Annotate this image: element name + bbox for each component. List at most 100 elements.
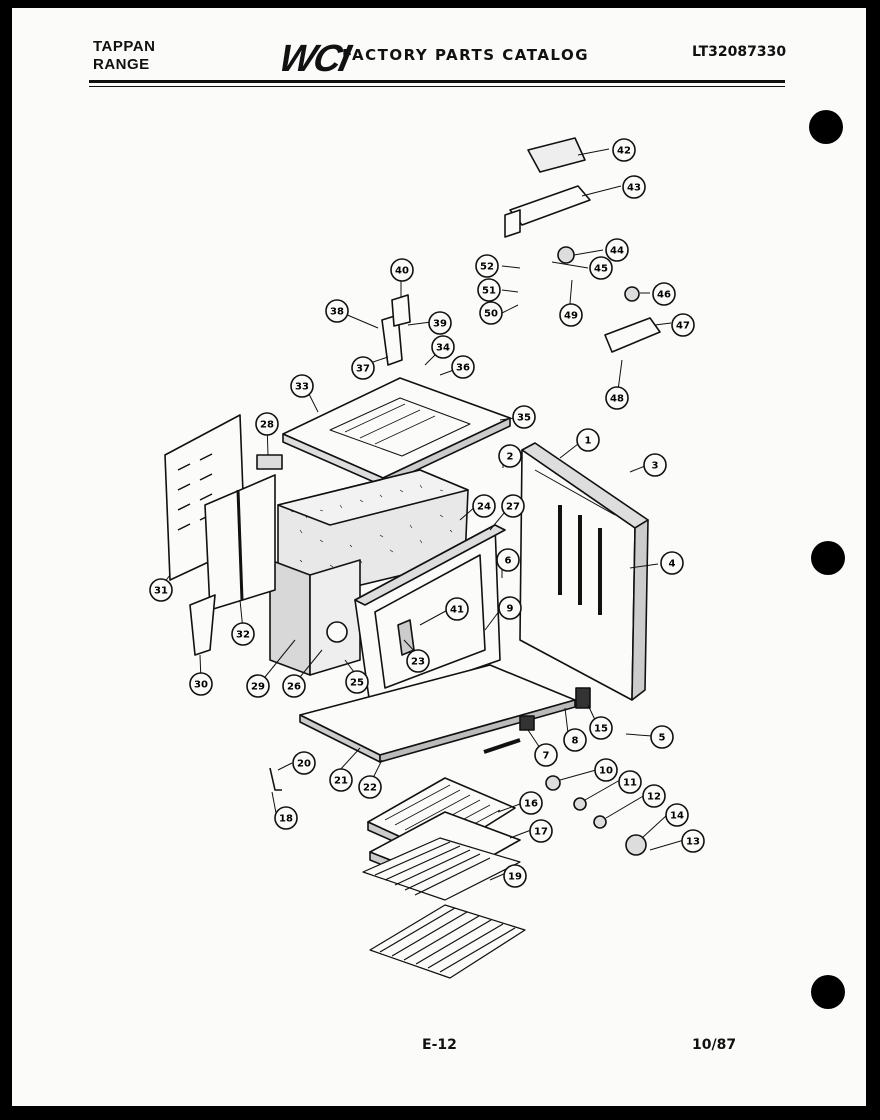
burner-bracket bbox=[504, 185, 591, 238]
oven-rack-lower bbox=[369, 904, 526, 979]
part-number: 29 bbox=[251, 682, 265, 693]
part-callout-2: 2 bbox=[498, 444, 522, 468]
part-callout-15: 15 bbox=[589, 716, 613, 740]
part-callout-10: 10 bbox=[594, 758, 618, 782]
part-number: 45 bbox=[594, 264, 608, 275]
part-callout-49: 49 bbox=[559, 303, 583, 327]
part-callout-42: 42 bbox=[612, 138, 636, 162]
part-callout-29: 29 bbox=[246, 674, 270, 698]
part-number: 13 bbox=[686, 837, 700, 848]
part-number: 20 bbox=[297, 759, 311, 770]
part-number: 8 bbox=[572, 736, 579, 747]
part-callout-32: 32 bbox=[231, 622, 255, 646]
part-callout-34: 34 bbox=[431, 335, 455, 359]
part-callout-4: 4 bbox=[660, 551, 684, 575]
oven-rack-upper bbox=[362, 837, 521, 901]
part-callout-27: 27 bbox=[501, 494, 525, 518]
part-number: 9 bbox=[507, 604, 514, 615]
side-panel-right bbox=[519, 442, 649, 701]
part-callout-31: 31 bbox=[149, 578, 173, 602]
part-callout-48: 48 bbox=[605, 386, 629, 410]
part-number: 19 bbox=[508, 872, 522, 883]
knob-light bbox=[545, 775, 561, 791]
part-number: 14 bbox=[670, 811, 684, 822]
part-callout-14: 14 bbox=[665, 803, 689, 827]
part-number: 21 bbox=[334, 776, 348, 787]
part-number: 33 bbox=[295, 382, 309, 393]
part-callout-11: 11 bbox=[618, 770, 642, 794]
part-callout-24: 24 bbox=[472, 494, 496, 518]
part-number: 15 bbox=[594, 724, 608, 735]
part-callout-41: 41 bbox=[445, 597, 469, 621]
part-number: 36 bbox=[456, 363, 470, 374]
part-number: 38 bbox=[330, 307, 344, 318]
burner-mount-bracket bbox=[604, 317, 661, 353]
part-number: 11 bbox=[623, 778, 637, 789]
part-number: 52 bbox=[480, 262, 494, 273]
part-callout-12: 12 bbox=[642, 784, 666, 808]
part-callout-22: 22 bbox=[358, 775, 382, 799]
part-callout-19: 19 bbox=[503, 864, 527, 888]
part-number: 24 bbox=[477, 502, 491, 513]
part-callout-8: 8 bbox=[563, 728, 587, 752]
part-number: 23 bbox=[411, 657, 425, 668]
oven-liner bbox=[269, 559, 361, 676]
binder-hole bbox=[809, 110, 843, 144]
part-callout-46: 46 bbox=[652, 282, 676, 306]
part-callout-18: 18 bbox=[274, 806, 298, 830]
bolt bbox=[483, 738, 521, 754]
part-number: 26 bbox=[287, 682, 301, 693]
part-callout-5: 5 bbox=[650, 725, 674, 749]
oven-bottom-panel bbox=[299, 664, 576, 763]
part-callout-45: 45 bbox=[589, 256, 613, 280]
part-number: 28 bbox=[260, 420, 274, 431]
igniter-cover bbox=[527, 137, 586, 173]
part-callout-9: 9 bbox=[498, 596, 522, 620]
part-number: 3 bbox=[652, 461, 659, 472]
part-callout-16: 16 bbox=[519, 791, 543, 815]
part-callout-44: 44 bbox=[605, 238, 629, 262]
part-callout-3: 3 bbox=[643, 453, 667, 477]
header-rule bbox=[89, 80, 785, 83]
part-callout-13: 13 bbox=[681, 829, 705, 853]
part-callout-30: 30 bbox=[189, 672, 213, 696]
oven-front-frame bbox=[354, 524, 506, 706]
header-rule-thin bbox=[89, 86, 785, 87]
part-number: 6 bbox=[505, 556, 512, 567]
part-number: 43 bbox=[627, 183, 641, 194]
part-number: 42 bbox=[617, 146, 631, 157]
part-callout-50: 50 bbox=[479, 301, 503, 325]
binder-hole bbox=[811, 541, 845, 575]
part-number: 41 bbox=[450, 605, 464, 616]
part-number: 16 bbox=[524, 799, 538, 810]
part-number: 18 bbox=[279, 814, 293, 825]
lamp-lens bbox=[625, 834, 647, 856]
part-number: 35 bbox=[517, 413, 531, 424]
part-number: 7 bbox=[543, 751, 550, 762]
part-number: 12 bbox=[647, 792, 661, 803]
part-number: 4 bbox=[669, 559, 676, 570]
part-callout-43: 43 bbox=[622, 175, 646, 199]
oven-light bbox=[326, 621, 348, 643]
part-number: 10 bbox=[599, 766, 613, 777]
product-type: RANGE bbox=[93, 56, 150, 73]
part-number: 5 bbox=[659, 733, 666, 744]
part-number: 27 bbox=[506, 502, 520, 513]
part-callout-51: 51 bbox=[477, 278, 501, 302]
brand-name: TAPPAN bbox=[93, 38, 156, 55]
lamp-bulb bbox=[593, 815, 607, 829]
revision-date: 10/87 bbox=[692, 1037, 737, 1053]
part-callout-1: 1 bbox=[576, 428, 600, 452]
side-panel-left bbox=[164, 414, 276, 611]
part-number: 31 bbox=[154, 586, 168, 597]
part-callout-33: 33 bbox=[290, 374, 314, 398]
part-number: 37 bbox=[356, 364, 370, 375]
part-number: 34 bbox=[436, 343, 450, 354]
part-number: 40 bbox=[395, 266, 409, 277]
wire-clip bbox=[269, 767, 282, 791]
part-callout-25: 25 bbox=[345, 670, 369, 694]
part-callout-21: 21 bbox=[329, 768, 353, 792]
label-plate bbox=[256, 454, 283, 470]
part-number: 48 bbox=[610, 394, 624, 405]
